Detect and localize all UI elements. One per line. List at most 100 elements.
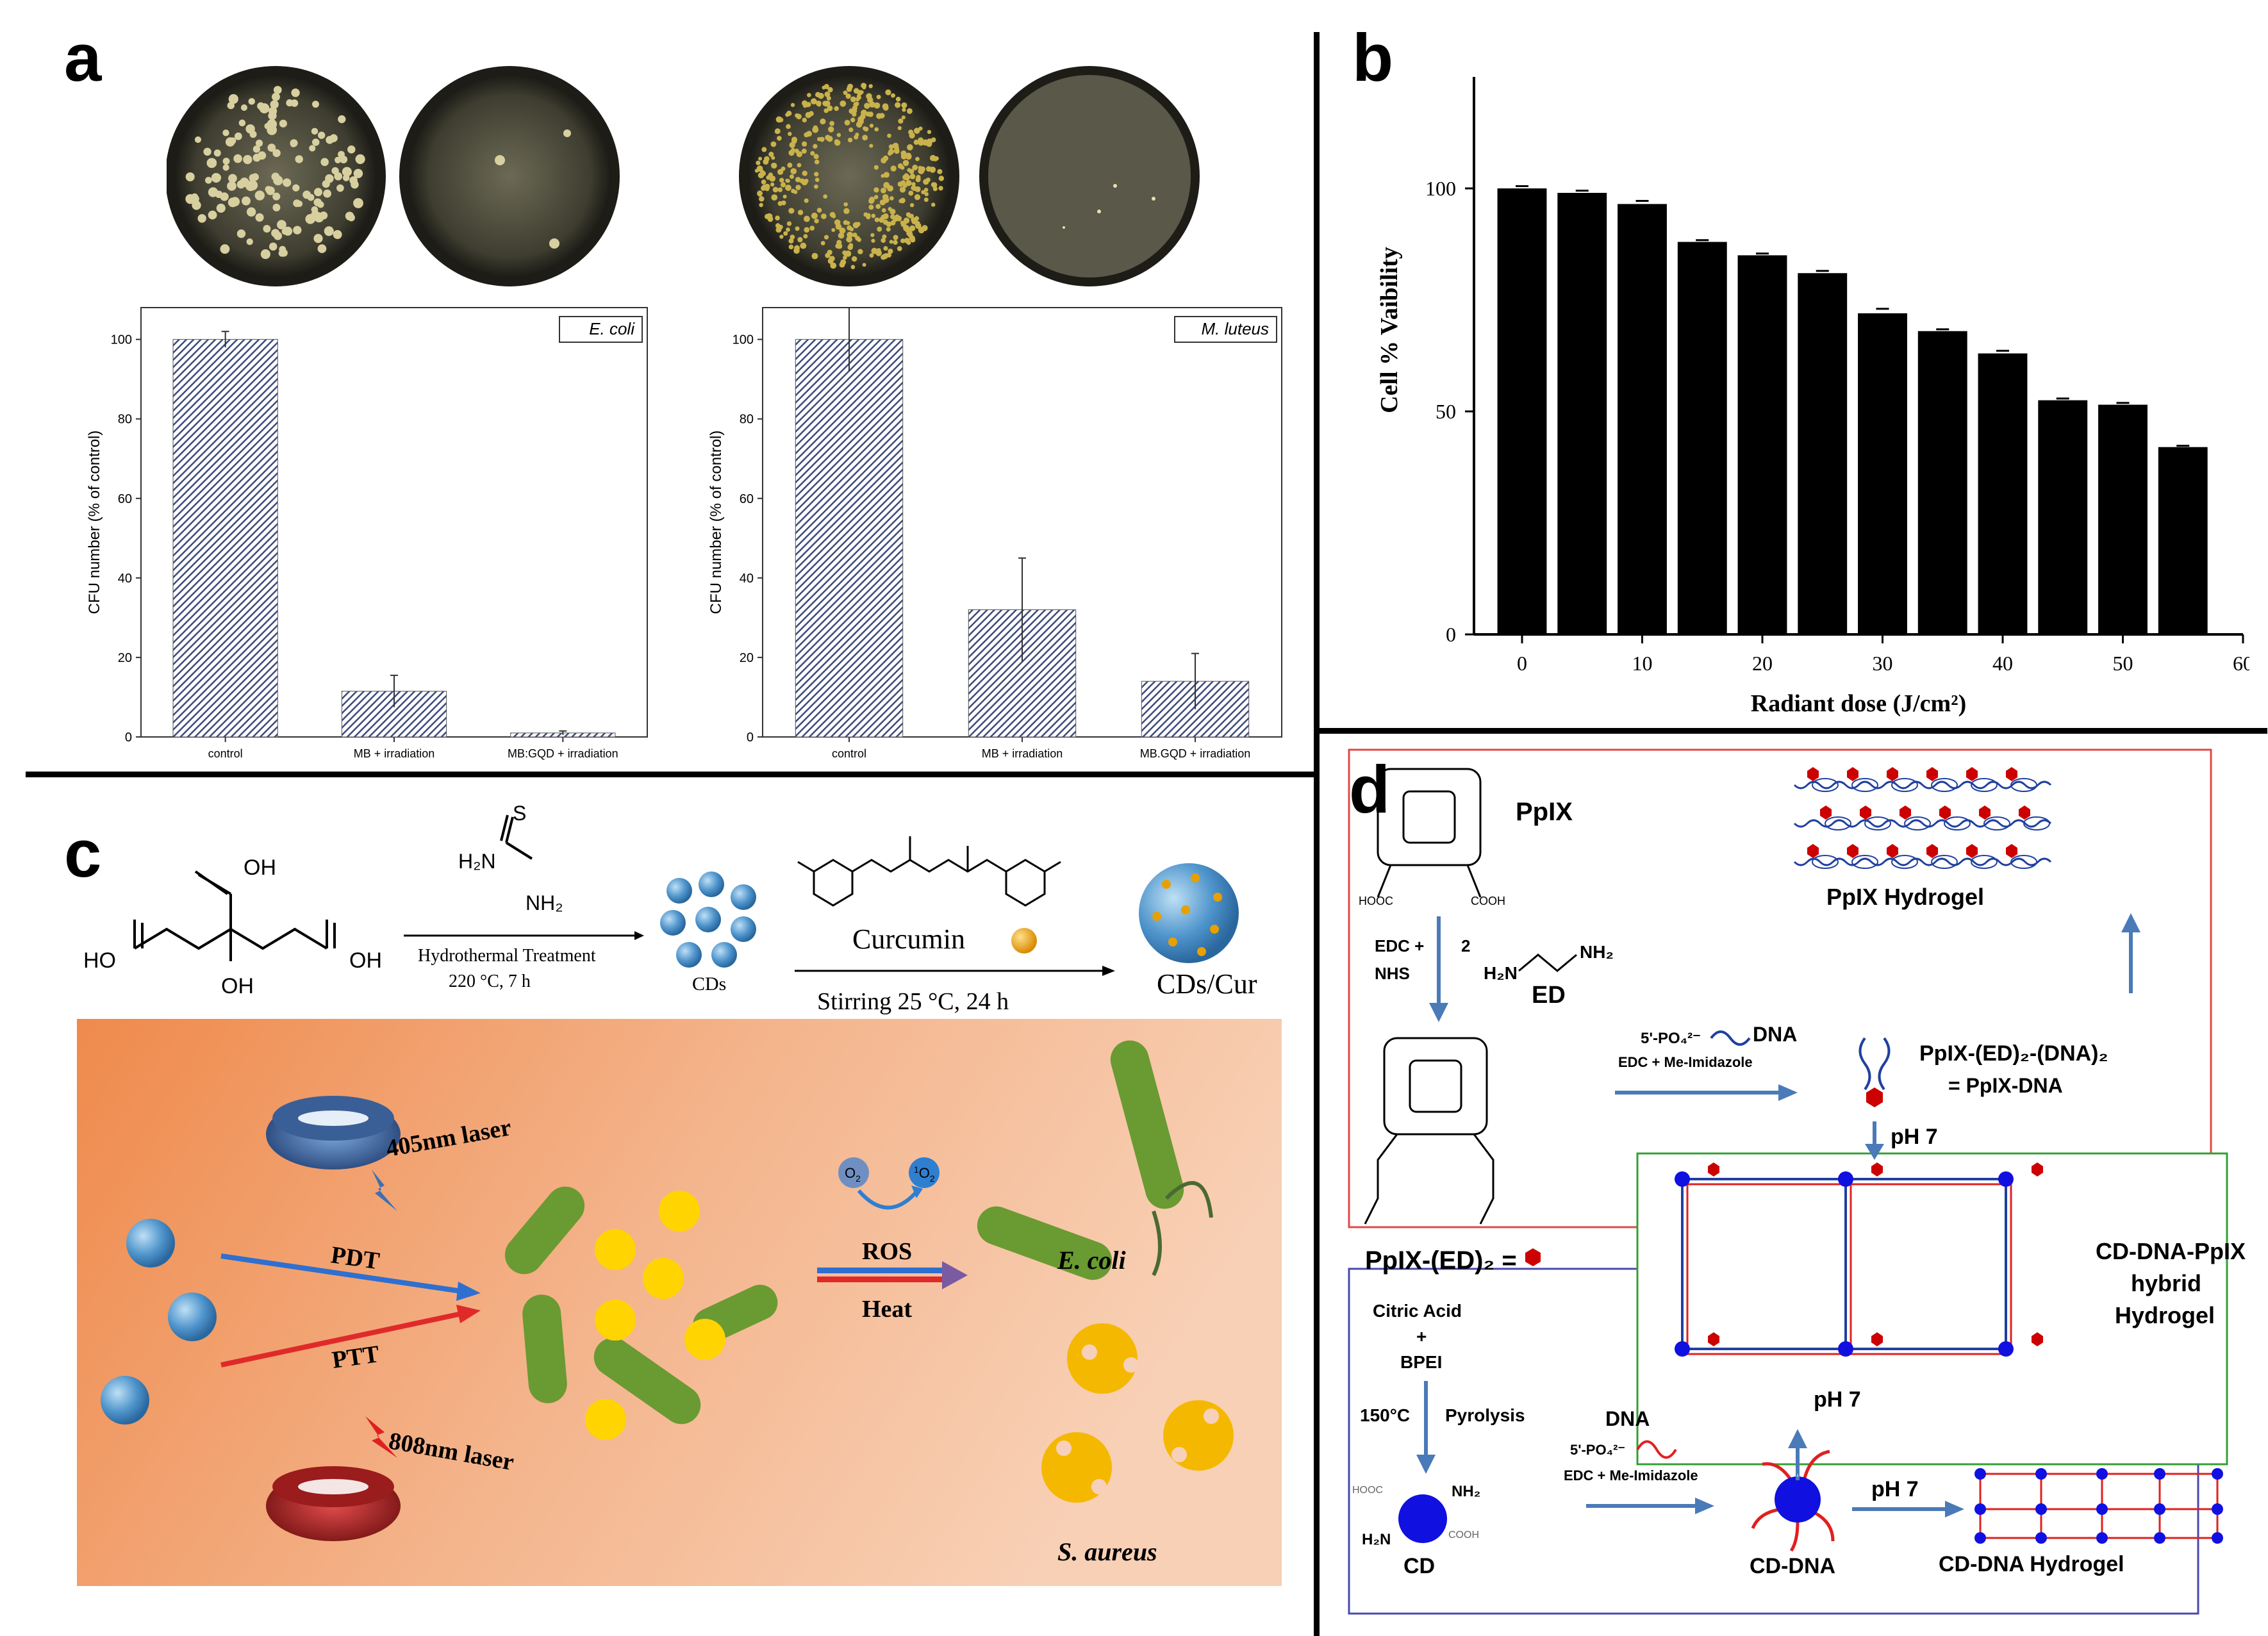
- ed-two: 2: [1461, 936, 1470, 955]
- bar: [1677, 242, 1727, 634]
- legend-box: [559, 316, 643, 343]
- panel-label-c: c: [64, 816, 102, 891]
- x-tick-label: MB + irradiation: [982, 747, 1063, 760]
- pplx-hexagon-symbol: [1525, 1248, 1541, 1266]
- divider-top-right: [1319, 728, 2267, 734]
- panel-d-hydrogel-scheme: HOOC COOH PpIX EDC + NHS 2 H₂N NH₂ ED Pp…: [1348, 748, 2246, 1615]
- cds-label: CDs: [692, 973, 726, 995]
- petri-dish-mluteus-treated: [979, 66, 1200, 286]
- ed-label: ED: [1532, 982, 1566, 1009]
- saureus-label: S. aureus: [1057, 1537, 1157, 1566]
- y-tick-label: 60: [118, 492, 132, 506]
- eq-pplx-dna-label: = PpIX-DNA: [1948, 1074, 2063, 1097]
- cd-dna-label: CD-DNA: [1750, 1554, 1835, 1578]
- edc-me-label-2: EDC + Me-Imidazole: [1564, 1467, 1698, 1483]
- x-tick-label: 0: [1517, 652, 1527, 675]
- bar: [172, 339, 278, 738]
- ph7-top-label: pH 7: [1891, 1125, 1938, 1149]
- y-tick-label: 0: [747, 731, 754, 745]
- petri-dish-mluteus-control: [739, 66, 959, 286]
- bar: [2098, 404, 2148, 634]
- divider-vertical: [1314, 32, 1320, 1636]
- dna-label: DNA: [1753, 1023, 1797, 1046]
- pdt-label: PDT: [329, 1241, 381, 1275]
- cd-label: CD: [1403, 1554, 1435, 1578]
- oxygen-molecule: [838, 1157, 869, 1188]
- pplx-cooh: COOH: [1471, 895, 1505, 907]
- cd-hooc: HOOC: [1352, 1485, 1383, 1496]
- x-tick-label: 10: [1632, 652, 1653, 675]
- thiourea-h2n: H₂N: [458, 850, 496, 873]
- thiourea-nh2: NH₂: [526, 891, 563, 914]
- y-tick-label: 20: [118, 651, 132, 665]
- legend-box: [1174, 316, 1277, 343]
- bar: [1737, 255, 1787, 634]
- therapy-scheme-background: [77, 1019, 1282, 1586]
- y-tick-label: 100: [111, 333, 132, 347]
- y-tick-label: 60: [740, 492, 754, 506]
- ros-label: ROS: [862, 1238, 912, 1265]
- bar: [1798, 273, 1848, 634]
- petri-dish-ecoli-control: [167, 66, 386, 286]
- panel-label-b: b: [1352, 21, 1394, 95]
- y-tick-label: 20: [740, 651, 754, 665]
- cd-dna-hydrogel-label: CD-DNA Hydrogel: [1939, 1552, 2124, 1576]
- pplx-porphyrin-structure: [1377, 768, 1482, 898]
- x-tick-label: 60: [2233, 652, 2249, 675]
- bar: [1618, 204, 1667, 634]
- po4-label: 5'-PO₄²⁻: [1641, 1030, 1701, 1047]
- bacteria-mix: [504, 1186, 778, 1440]
- y-tick-label: 0: [125, 731, 132, 745]
- cd-cooh: COOH: [1448, 1530, 1479, 1541]
- damaged-saureus: [1041, 1323, 1234, 1503]
- laser-405-icon: [266, 1096, 401, 1211]
- edc-nhs-2: NHS: [1375, 964, 1410, 983]
- pyrolysis-label: Pyrolysis: [1445, 1405, 1525, 1425]
- y-tick-label: 100: [733, 333, 754, 347]
- x-tick-label: MB.GQD + irradiation: [1140, 747, 1251, 760]
- scheme-cds-cur-particles: [101, 1219, 217, 1425]
- y-tick-label: 80: [740, 413, 754, 427]
- x-tick-label: control: [832, 747, 866, 760]
- citric-ho: HO: [83, 948, 116, 973]
- y-tick-label: 40: [118, 572, 132, 586]
- thiourea-structure: [500, 814, 533, 860]
- hybrid-box: [1636, 1152, 2228, 1466]
- bar: [1917, 331, 1967, 634]
- pplx-dna-conjugate: [1858, 1037, 1891, 1107]
- y-tick-label: 0: [1446, 623, 1456, 646]
- x-axis-label: Radiant dose (J/cm²): [1751, 690, 1967, 717]
- y-tick-label: 100: [1425, 177, 1456, 200]
- ptt-label: PTT: [330, 1341, 381, 1374]
- hybrid-hydrogel-network: [1675, 1162, 2043, 1357]
- ed-nh2: NH₂: [1580, 942, 1614, 962]
- bar: [2158, 447, 2208, 634]
- hydrothermal-condition: 220 °C, 7 h: [449, 971, 531, 991]
- citric-acid-structure: [133, 870, 336, 961]
- dna-label-2: DNA: [1605, 1407, 1650, 1430]
- cd-dna-particle: [1751, 1450, 1835, 1552]
- y-axis-label: CFU number (% of control): [708, 431, 725, 615]
- citric-oh-bottom: OH: [221, 974, 254, 998]
- y-tick-label: 80: [118, 413, 132, 427]
- citric-acid-label: Citric Acid: [1373, 1301, 1462, 1321]
- legend-label: E. coli: [589, 319, 635, 338]
- x-tick-label: 30: [1873, 652, 1893, 675]
- ph7-middle-label: pH 7: [1814, 1387, 1861, 1412]
- ph7-right-label: pH 7: [1871, 1477, 1919, 1501]
- x-tick-label: 20: [1752, 652, 1773, 675]
- cds-cur-label: CDs/Cur: [1157, 968, 1257, 1000]
- thiourea-s: S: [513, 802, 526, 825]
- ed-h2n: H₂N: [1484, 963, 1518, 983]
- pplx-ed2-label: PpIX-(ED)₂ =: [1365, 1246, 1517, 1275]
- panel-c-synthesis-scheme: HO OH OH OH S H₂N NH₂ Hydrothermal Treat…: [77, 802, 1282, 1586]
- laser-808-icon: [266, 1416, 401, 1541]
- cd-dna-hydrogel-network: [1974, 1468, 2223, 1544]
- x-tick-label: 50: [2113, 652, 2133, 675]
- pplx-hydrogel-label: PpIX Hydrogel: [1826, 884, 1984, 910]
- cd-particle: [1398, 1494, 1447, 1543]
- bar: [1858, 313, 1907, 634]
- hydrothermal-label: Hydrothermal Treatment: [418, 946, 596, 966]
- singlet-oxygen-label: 1O2: [914, 1164, 935, 1184]
